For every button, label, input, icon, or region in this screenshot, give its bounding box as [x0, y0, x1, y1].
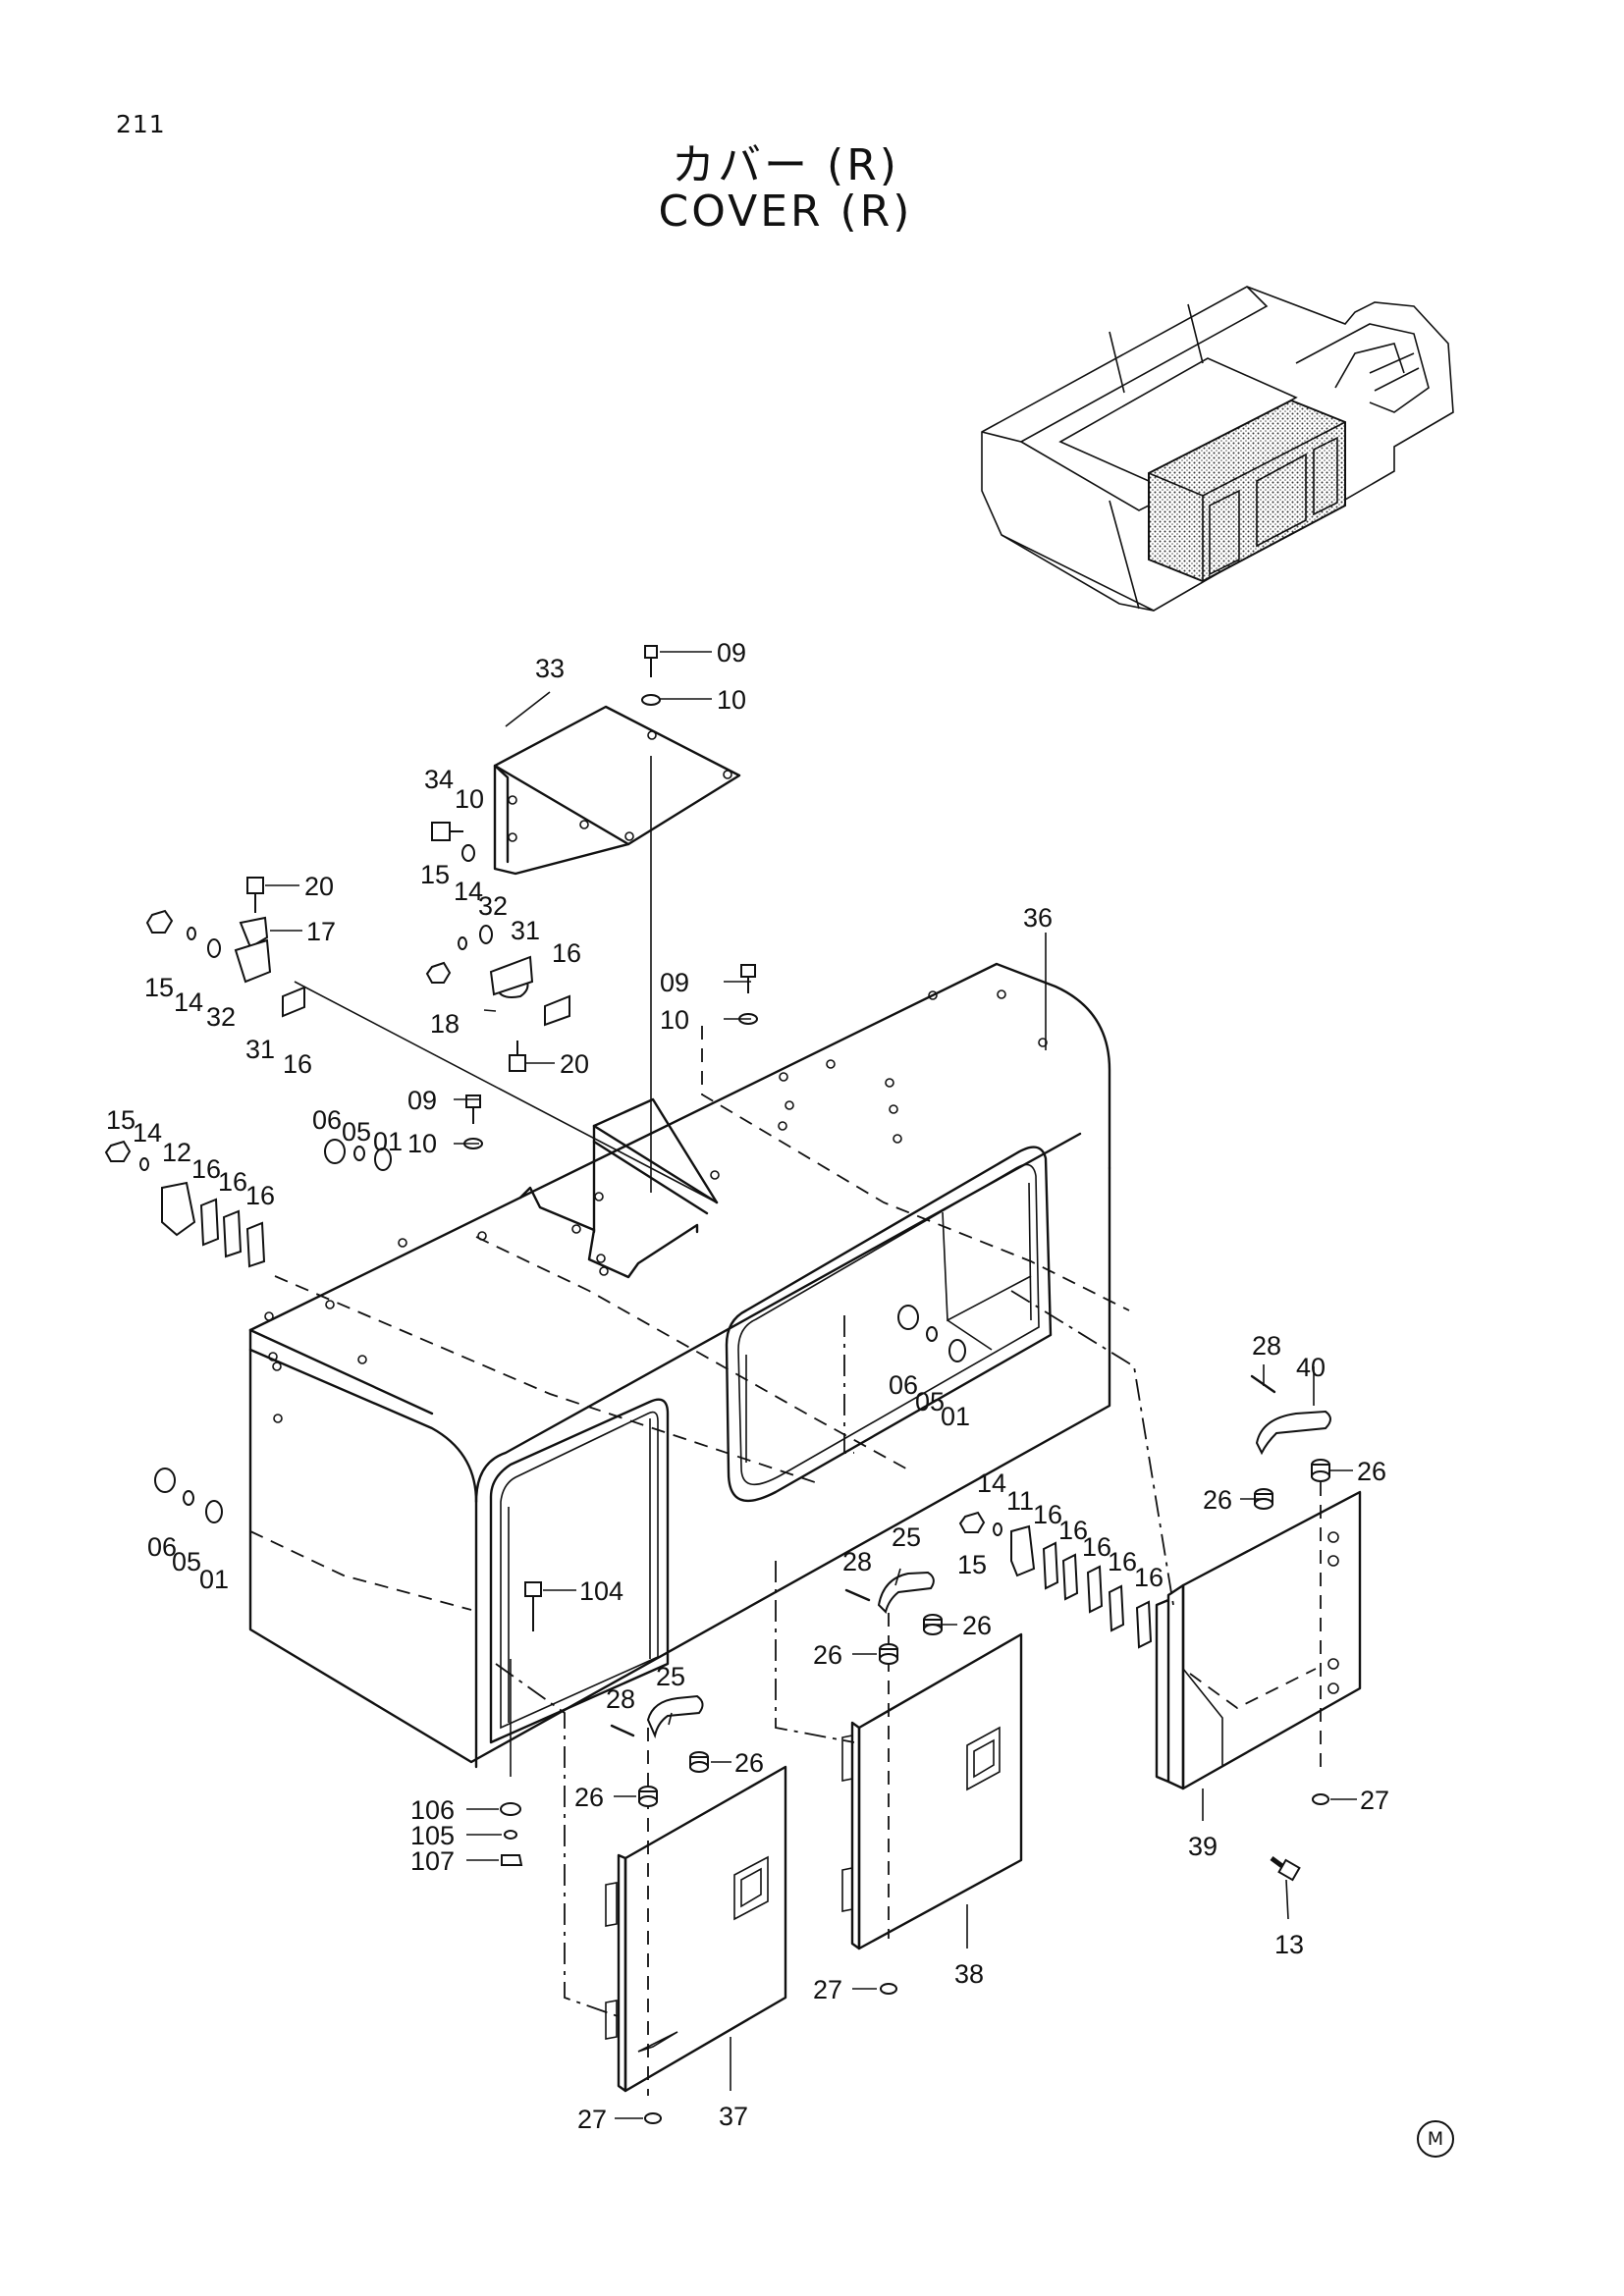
callout-10: 10	[717, 685, 746, 715]
callout-10: 10	[407, 1129, 437, 1158]
callout-34: 34	[424, 765, 454, 794]
door-38	[841, 1632, 1023, 1950]
door-37	[605, 1765, 787, 2093]
callout-105: 105	[410, 1821, 455, 1850]
callout-17: 17	[306, 917, 336, 946]
callout-16: 16	[1058, 1516, 1088, 1545]
callout-16: 16	[1108, 1547, 1137, 1576]
callout-36: 36	[1023, 903, 1053, 933]
callout-09: 09	[717, 638, 746, 667]
callout-26: 26	[734, 1748, 764, 1778]
locator-machine-view	[981, 286, 1454, 612]
callout-14: 14	[977, 1468, 1006, 1498]
callout-32: 32	[206, 1002, 236, 1032]
callout-28: 28	[606, 1684, 635, 1714]
callout-40: 40	[1296, 1353, 1326, 1382]
callout-28: 28	[842, 1547, 872, 1576]
callout-104: 104	[579, 1576, 623, 1606]
callout-26: 26	[813, 1640, 842, 1670]
callout-31: 31	[245, 1035, 275, 1064]
callout-16: 16	[245, 1181, 275, 1210]
callout-14: 14	[454, 877, 483, 906]
callout-37: 37	[719, 2102, 748, 2131]
callout-31: 31	[511, 916, 540, 945]
callout-09: 09	[660, 968, 689, 997]
callout-01: 01	[199, 1565, 229, 1594]
callout-01: 01	[941, 1402, 970, 1431]
callout-14: 14	[133, 1118, 162, 1148]
callout-01: 01	[373, 1127, 403, 1156]
hardware-parts	[104, 645, 1331, 2124]
callout-16: 16	[1082, 1532, 1111, 1562]
callout-15: 15	[106, 1105, 135, 1135]
callout-05: 05	[915, 1387, 945, 1416]
callout-27: 27	[813, 1975, 842, 2004]
callout-20: 20	[560, 1049, 589, 1079]
callout-25: 25	[892, 1522, 921, 1552]
callout-13: 13	[1274, 1930, 1304, 1959]
callout-107: 107	[410, 1846, 455, 1876]
callout-26: 26	[1357, 1457, 1386, 1486]
callout-05: 05	[342, 1117, 371, 1147]
callout-106: 106	[410, 1795, 455, 1825]
top-cover-plate	[493, 705, 741, 876]
callout-39: 39	[1188, 1832, 1218, 1861]
door-39	[1155, 1490, 1362, 1790]
callout-16: 16	[218, 1167, 247, 1197]
callout-11: 11	[1006, 1486, 1034, 1516]
callout-09: 09	[407, 1086, 437, 1115]
callout-15: 15	[144, 973, 174, 1002]
callout-25: 25	[656, 1662, 685, 1691]
callout-27: 27	[1360, 1786, 1389, 1815]
callout-27: 27	[577, 2105, 607, 2134]
title-english: COVER (R)	[658, 187, 913, 237]
callout-18: 18	[430, 1009, 460, 1039]
callout-16: 16	[552, 938, 581, 968]
callout-15: 15	[420, 860, 450, 889]
callout-20: 20	[304, 872, 334, 901]
callout-26: 26	[574, 1783, 604, 1812]
callout-16: 16	[283, 1049, 312, 1079]
title-japanese: カバー (R)	[672, 140, 899, 190]
callout-26: 26	[1203, 1485, 1232, 1515]
page-number: 211	[116, 110, 166, 138]
callout-38: 38	[954, 1959, 984, 1989]
callout-15: 15	[957, 1550, 987, 1579]
callout-14: 14	[174, 988, 203, 1017]
callout-33: 33	[535, 654, 565, 683]
part-callouts: 09 10 33 34 10 20 17 15 14 32 31 16 15 1…	[106, 638, 1389, 2134]
callout-32: 32	[478, 891, 508, 921]
callout-10: 10	[455, 784, 484, 814]
callout-16: 16	[1033, 1500, 1062, 1529]
callout-05: 05	[172, 1547, 201, 1576]
callout-10: 10	[660, 1005, 689, 1035]
callout-06: 06	[889, 1370, 918, 1400]
callout-06: 06	[312, 1105, 342, 1135]
callout-16: 16	[191, 1154, 221, 1184]
callout-28: 28	[1252, 1331, 1281, 1361]
callout-06: 06	[147, 1532, 177, 1562]
main-cover-box	[248, 962, 1111, 1769]
leader-lines	[265, 651, 1357, 2119]
callout-16: 16	[1134, 1563, 1164, 1592]
corner-mark: M	[1417, 2120, 1454, 2158]
callout-12: 12	[162, 1138, 191, 1167]
callout-26: 26	[962, 1611, 992, 1640]
